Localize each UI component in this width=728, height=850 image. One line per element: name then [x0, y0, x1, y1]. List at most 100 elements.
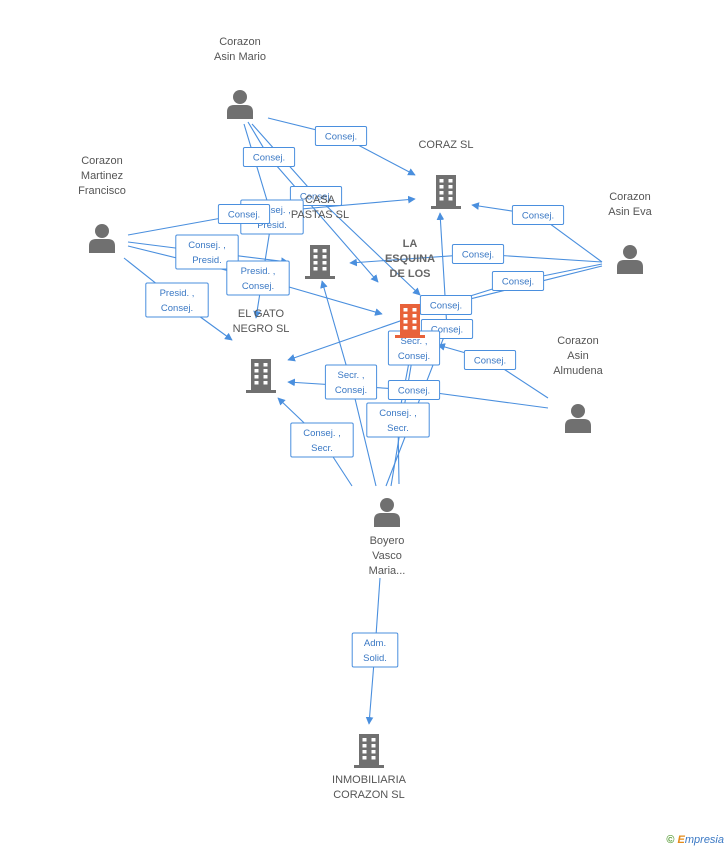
edge-label-mario-casa[interactable]: Consej. — [242, 147, 296, 167]
edge-label-boyero-gato[interactable]: Consej. ,Secr. — [290, 422, 354, 458]
edge-label-text: Consej. — [228, 210, 260, 221]
node-label: CORAZON SL — [333, 789, 405, 801]
edge-label-eva-coraz[interactable]: Consej. — [511, 205, 565, 225]
building-icon — [431, 175, 461, 209]
node-label: Asin Mario — [214, 51, 266, 63]
node-coraz[interactable]: CORAZ SL — [418, 139, 474, 209]
edge-label-francisco-coraz[interactable]: Consej. — [217, 204, 271, 224]
edge-label-box — [463, 350, 517, 370]
node-label: Boyero — [370, 535, 405, 547]
edge-label-text: Secr. — [387, 423, 409, 434]
building-icon — [305, 245, 335, 279]
node-label: ESQUINA — [385, 253, 435, 265]
edge-label-eva-esquina[interactable]: Consej. — [491, 271, 545, 291]
edge-label-text: Presid. — [192, 255, 222, 266]
edge-label-box — [491, 271, 545, 291]
node-label: Asin — [567, 350, 588, 362]
node-label: LA — [403, 238, 418, 250]
person-icon — [89, 224, 115, 253]
edge-label-box — [145, 282, 209, 318]
edge-label-box — [242, 147, 296, 167]
node-esquina[interactable]: LA ESQUINA DE LOS — [385, 238, 435, 338]
edge-label-text: Consej. , — [379, 408, 417, 419]
copyright-icon: © — [666, 834, 675, 846]
edge-label-francisco-gato[interactable]: Presid. ,Consej. — [145, 282, 209, 318]
edge-label-text: Consej. , — [303, 428, 341, 439]
node-label: Maria... — [369, 565, 406, 577]
edge-label-text: Consej. — [242, 281, 274, 292]
node-label: Almudena — [553, 365, 603, 377]
edge-label-box — [511, 205, 565, 225]
edge-label-box — [366, 402, 430, 438]
edge-label-text: Presid. , — [241, 266, 276, 277]
node-label: PASTAS SL — [291, 209, 349, 221]
node-casa[interactable]: CASA PASTAS SL — [291, 194, 349, 279]
node-label: Corazon — [557, 335, 599, 347]
node-label: Vasco — [372, 550, 402, 562]
edge-label-text: Adm. — [364, 638, 386, 649]
edge-label-text: Consej. , — [188, 240, 226, 251]
edge-label-box — [175, 234, 239, 270]
edge-label-eva-gato[interactable]: Consej. — [419, 295, 473, 315]
edge-label-box — [387, 380, 441, 400]
edge-label-francisco-esquina[interactable]: Presid. , Consej. — [226, 260, 290, 296]
edge-label-text: Consej. — [398, 386, 430, 397]
edge-label-box — [290, 422, 354, 458]
node-boyero[interactable]: BoyeroVascoMaria... — [369, 498, 406, 577]
edge-label-box — [324, 364, 378, 400]
edge-label-box — [217, 204, 271, 224]
edge-label-text: Consej. , — [253, 205, 291, 216]
edge-label-text: Solid. — [363, 653, 387, 664]
node-label: Corazon — [219, 36, 261, 48]
person-icon — [617, 245, 643, 274]
edge-label-boyero-casa[interactable]: Secr. , Consej. — [324, 364, 378, 400]
node-label: EL GATO — [238, 308, 285, 320]
edge-label-boyero-inmob[interactable]: Adm. Solid. — [351, 632, 399, 668]
node-label: Corazon — [81, 155, 123, 167]
edge-label-text: Presid. — [257, 220, 287, 231]
edge-label-text: Consej. — [300, 192, 332, 203]
edge-label-text: Consej. — [398, 351, 430, 362]
person-icon — [374, 498, 400, 527]
edge-label-eva-casa[interactable]: Consej. — [451, 244, 505, 264]
person-icon — [565, 404, 591, 433]
edge-label-mario-coraz[interactable]: Consej. — [314, 126, 368, 146]
node-label: NEGRO SL — [233, 323, 290, 335]
edge-label-text: Secr. , — [338, 370, 365, 381]
node-label: CASA — [305, 194, 336, 206]
edge-label-text: Consej. — [474, 356, 506, 367]
edge-label-text: Secr. , — [401, 336, 428, 347]
edge-label-text: Consej. — [431, 325, 463, 336]
edge-label-text: Consej. — [502, 277, 534, 288]
edge-label-box — [226, 260, 290, 296]
edge-label-almudena-esquina[interactable]: Consej. — [463, 350, 517, 370]
edge-label-box — [451, 244, 505, 264]
brand-logo-initial: E — [677, 834, 685, 846]
node-label: Corazon — [609, 191, 651, 203]
brand-logo-text: mpresia — [684, 834, 724, 846]
building-icon — [354, 734, 384, 768]
node-label: DE LOS — [390, 268, 431, 280]
node-label: Martinez — [81, 170, 123, 182]
edge-label-francisco-casa[interactable]: Consej. , Presid. — [175, 234, 239, 270]
edge-label-almudena-gato[interactable]: Consej. — [387, 380, 441, 400]
edge-label-text: Consej. — [522, 211, 554, 222]
node-inmob[interactable]: INMOBILIARIA CORAZON SL — [332, 734, 407, 801]
edge-label-esquina-casa[interactable]: Consej. , Secr. — [366, 402, 430, 438]
edge-labels-layer: Consej.Consej.Consej.Consej. ,Presid.Con… — [145, 126, 565, 668]
edge-label-text: Consej. — [430, 301, 462, 312]
edge-label-box — [351, 632, 399, 668]
edge-label-text: Consej. — [335, 385, 367, 396]
edge-label-text: Presid. , — [160, 288, 195, 299]
node-label: CORAZ SL — [418, 139, 473, 151]
brand-footer[interactable]: © Empresia — [666, 834, 724, 846]
edge-label-text: Consej. — [325, 132, 357, 143]
node-label: INMOBILIARIA — [332, 774, 407, 786]
node-gato[interactable]: EL GATO NEGRO SL — [233, 308, 290, 393]
